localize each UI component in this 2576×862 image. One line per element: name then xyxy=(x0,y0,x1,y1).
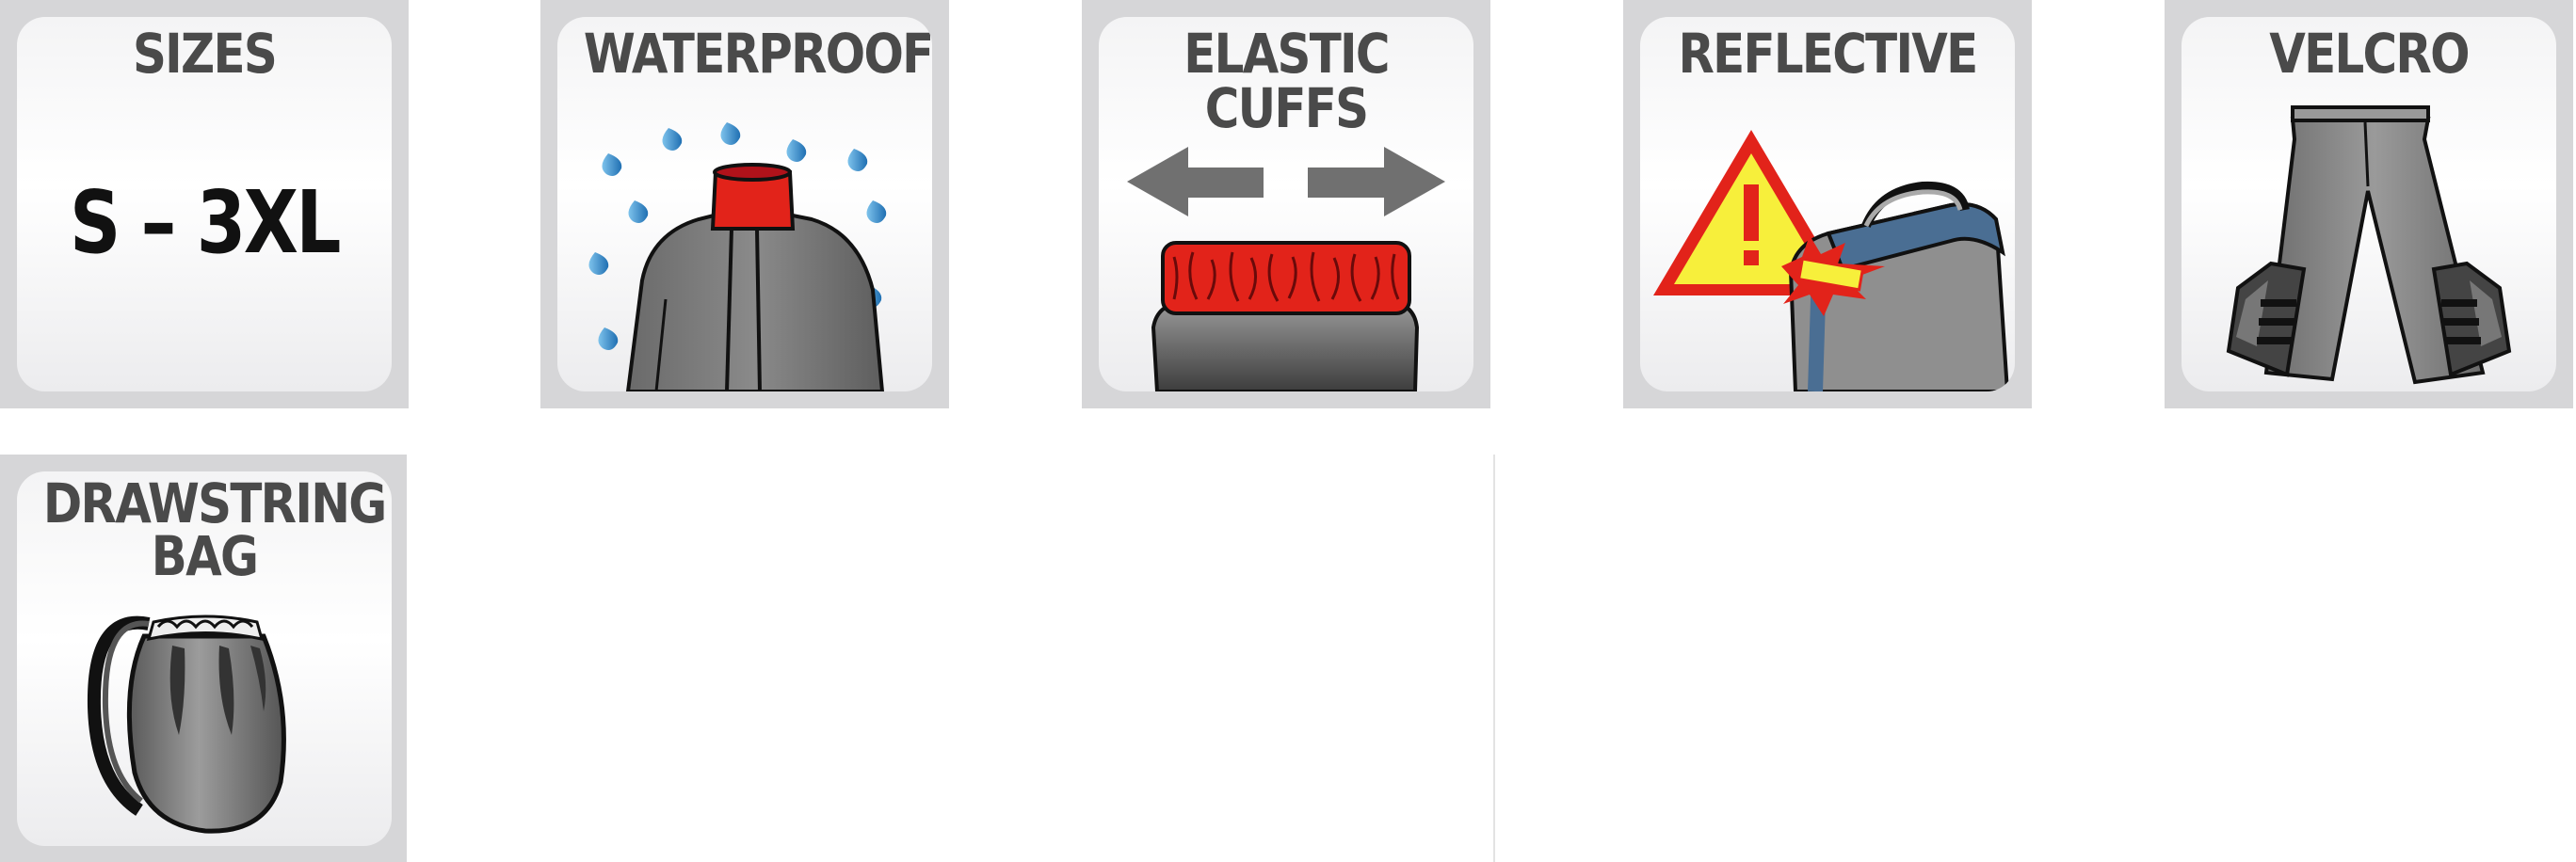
velcro-strap-icon xyxy=(2226,261,2512,377)
stretch-arrows-icon xyxy=(1127,147,1445,216)
feature-title: WATERPROOF xyxy=(583,22,932,86)
size-range: S – 3XL xyxy=(69,172,342,273)
feature-title: ELASTIC CUFFS xyxy=(1183,22,1390,140)
feature-card: DRAWSTRING BAG xyxy=(17,471,392,846)
feature-card: VELCRO xyxy=(2182,17,2556,391)
feature-tile-velcro: VELCRO xyxy=(2165,0,2573,408)
reflective-flash-icon xyxy=(1781,235,1885,316)
waterproof-jacket-icon xyxy=(588,122,887,391)
feature-tile-drawstring-bag: DRAWSTRING BAG xyxy=(0,455,407,862)
feature-card: SIZES S – 3XL xyxy=(17,17,392,391)
feature-card: REFLECTIVE xyxy=(1640,17,2015,391)
feature-title: REFLECTIVE xyxy=(1678,22,1978,86)
feature-title-line: BAG xyxy=(151,524,259,588)
feature-title: SIZES xyxy=(132,22,278,86)
reflective-warning-icon xyxy=(1653,130,2010,391)
feature-title: DRAWSTRING BAG xyxy=(42,471,387,588)
elastic-cuff-icon xyxy=(1127,147,1445,391)
feature-tile-elastic-cuffs: ELASTIC CUFFS xyxy=(1082,0,1490,408)
feature-tile-reflective: REFLECTIVE xyxy=(1623,0,2032,408)
drawstring-bag-icon xyxy=(87,615,286,834)
feature-title: VELCRO xyxy=(2269,22,2470,86)
velcro-trousers-icon xyxy=(2226,105,2512,385)
feature-title-line: DRAWSTRING xyxy=(42,471,387,535)
feature-card: ELASTIC CUFFS xyxy=(1099,17,1473,391)
feature-card: WATERPROOF xyxy=(557,17,932,391)
feature-tile-sizes: SIZES S – 3XL xyxy=(0,0,409,408)
feature-tile-waterproof: WATERPROOF xyxy=(540,0,949,408)
divider xyxy=(1493,455,1495,862)
